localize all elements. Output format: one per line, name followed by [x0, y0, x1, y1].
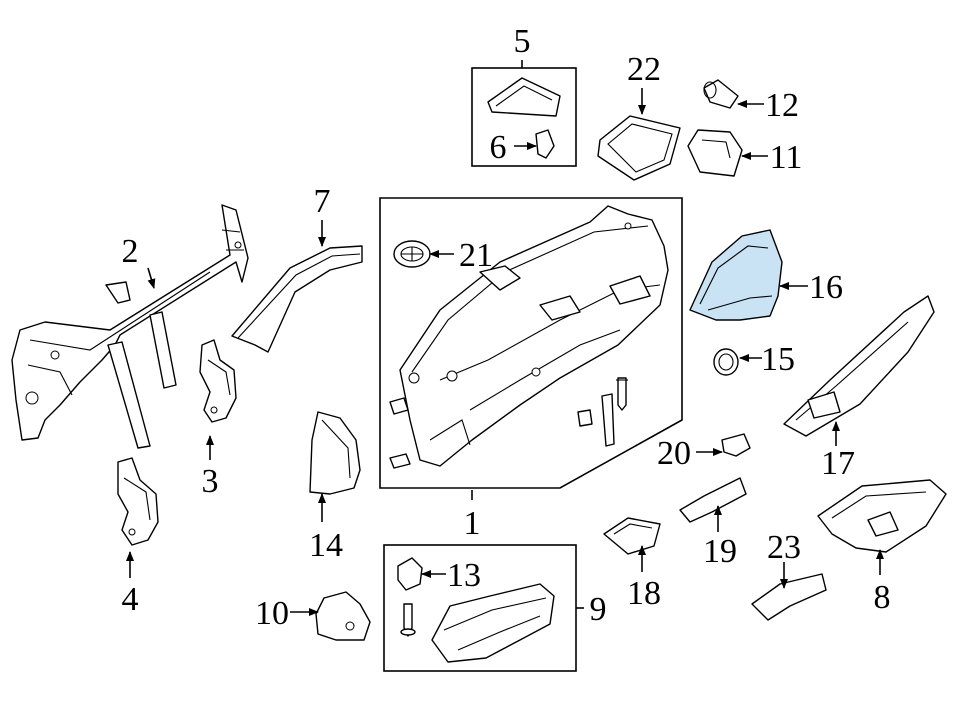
- part-5-6-group-box: [471, 67, 577, 167]
- part-10-bracket[interactable]: [315, 591, 371, 641]
- callout-1: 1: [464, 505, 481, 542]
- part-16-highlighted-cover[interactable]: [689, 229, 783, 321]
- callout-7: 7: [314, 183, 331, 220]
- callout-6: 6: [490, 129, 507, 166]
- callout-21: 21: [459, 237, 493, 274]
- callout-12: 12: [765, 87, 799, 124]
- callout-3: 3: [202, 463, 219, 500]
- callout-18: 18: [627, 575, 661, 612]
- part-1-stud[interactable]: [601, 393, 615, 447]
- part-1-group-box: [379, 197, 683, 489]
- part-5-cover[interactable]: [487, 77, 561, 117]
- part-6-clip[interactable]: [535, 129, 555, 159]
- leader-lines: [126, 60, 884, 616]
- part-13-screw[interactable]: [400, 603, 416, 637]
- part-3-bracket[interactable]: [199, 339, 237, 423]
- callout-4: 4: [122, 581, 139, 618]
- part-1-clip-b[interactable]: [389, 453, 411, 469]
- part-17-trim-strip[interactable]: [783, 295, 935, 437]
- callout-19: 19: [703, 533, 737, 570]
- callout-11: 11: [770, 139, 803, 176]
- callout-15: 15: [761, 341, 795, 378]
- part-20-clip[interactable]: [721, 433, 751, 457]
- part-1-instrument-panel[interactable]: [399, 205, 669, 467]
- part-13-clip[interactable]: [397, 557, 423, 591]
- part-23-bracket[interactable]: [751, 573, 827, 621]
- callout-16: 16: [809, 269, 843, 306]
- callout-20: 20: [657, 435, 691, 472]
- callout-23: 23: [767, 529, 801, 566]
- part-18-bracket[interactable]: [603, 517, 661, 555]
- part-19-bracket[interactable]: [679, 477, 747, 523]
- part-8-lower-panel[interactable]: [817, 479, 947, 553]
- callout-14: 14: [309, 527, 343, 564]
- callout-10: 10: [255, 595, 289, 632]
- part-21-vent[interactable]: [393, 240, 431, 268]
- callout-22: 22: [627, 51, 661, 88]
- part-11-bracket[interactable]: [687, 129, 743, 177]
- part-1-clip-c[interactable]: [577, 409, 593, 427]
- part-1-clip-a[interactable]: [389, 397, 409, 415]
- callout-8: 8: [874, 579, 891, 616]
- part-22-module[interactable]: [597, 115, 681, 181]
- callout-17: 17: [821, 445, 855, 482]
- part-7-trim-panel[interactable]: [231, 245, 363, 353]
- part-14-end-cover[interactable]: [309, 411, 361, 495]
- callout-5: 5: [514, 23, 531, 60]
- part-9-duct[interactable]: [431, 583, 555, 663]
- part-1-bolt[interactable]: [616, 377, 628, 411]
- part-2-cross-car-beam[interactable]: [11, 204, 249, 449]
- part-15-plug[interactable]: [713, 348, 739, 376]
- part-12-connector[interactable]: [703, 79, 739, 109]
- part-4-bracket[interactable]: [117, 457, 159, 546]
- callout-9: 9: [590, 591, 607, 628]
- callout-2: 2: [122, 233, 139, 270]
- callout-13: 13: [447, 557, 481, 594]
